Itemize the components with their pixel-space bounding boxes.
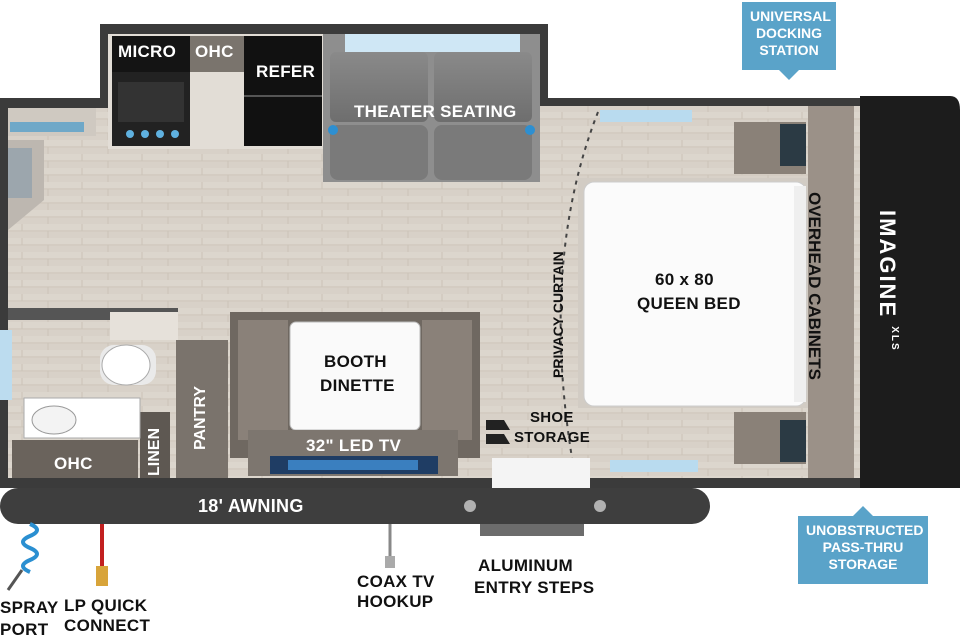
overhead-cabinets-label: OVERHEAD CABINETS bbox=[805, 192, 824, 380]
queen-bed-label-1: 60 x 80 bbox=[655, 270, 714, 289]
coax-label-2: HOOKUP bbox=[357, 592, 434, 611]
docking-line-2: DOCKING bbox=[755, 25, 823, 41]
privacy-curtain-label: PRIVACY CURTAIN bbox=[550, 251, 566, 378]
awning-label: 18' AWNING bbox=[198, 496, 304, 516]
led-tv-label: 32" LED TV bbox=[306, 436, 402, 455]
coax-label-1: COAX TV bbox=[357, 572, 435, 591]
brand-logo: IMAGINE XLS bbox=[874, 210, 900, 352]
spray-port-label-1: SPRAY bbox=[0, 598, 59, 617]
queen-bed-label-2: QUEEN BED bbox=[637, 294, 741, 313]
booth-dinette-label-2: DINETTE bbox=[320, 376, 395, 395]
overhead-cabinets-strip bbox=[808, 106, 854, 478]
brand-suffix: XLS bbox=[889, 326, 900, 352]
docking-line-1: UNIVERSAL bbox=[750, 8, 831, 24]
shoe-icon bbox=[486, 420, 510, 444]
shoe-storage-label-1: SHOE bbox=[530, 409, 574, 426]
passthru-line-3: STORAGE bbox=[828, 556, 898, 572]
docking-line-3: STATION bbox=[759, 42, 819, 58]
entry-steps-label-1: ALUMINUM bbox=[478, 556, 573, 575]
linen-label: LINEN bbox=[146, 428, 163, 476]
refer-label: REFER bbox=[256, 62, 316, 81]
entry-door-opening bbox=[492, 458, 590, 488]
brand-name: IMAGINE bbox=[875, 210, 900, 319]
theater-seating-label: THEATER SEATING bbox=[354, 102, 517, 121]
pantry-cabinet bbox=[176, 340, 228, 478]
passthru-line-1: UNOBSTRUCTED bbox=[806, 522, 924, 538]
passthru-line-2: PASS-THRU bbox=[822, 539, 904, 555]
front-cap bbox=[860, 96, 960, 488]
ohc-bottom-label: OHC bbox=[54, 454, 93, 473]
privacy-curtain-line bbox=[559, 111, 599, 459]
lp-quick-connect-label-2: CONNECT bbox=[64, 616, 151, 635]
pantry-label: PANTRY bbox=[192, 386, 209, 450]
booth-dinette-label-1: BOOTH bbox=[324, 352, 387, 371]
pass-thru-storage-callout: UNOBSTRUCTED PASS-THRU STORAGE bbox=[798, 506, 928, 584]
spray-port-label-2: PORT bbox=[0, 620, 49, 639]
shoe-storage-label-2: STORAGE bbox=[514, 429, 591, 446]
linen-cabinet bbox=[140, 412, 170, 478]
refrigerator bbox=[244, 36, 322, 146]
microwave bbox=[112, 36, 190, 72]
awning-bar bbox=[0, 488, 710, 524]
lp-quick-connect-label-1: LP QUICK bbox=[64, 596, 148, 615]
ohc-bottom-cabinet bbox=[12, 440, 138, 478]
spray-hose bbox=[21, 522, 39, 574]
ohc-top-label: OHC bbox=[195, 42, 234, 61]
micro-label: MICRO bbox=[118, 42, 177, 61]
toilet-bowl bbox=[101, 344, 151, 386]
ohc-top-cabinet bbox=[190, 36, 244, 72]
universal-docking-station-callout: UNIVERSAL DOCKING STATION bbox=[742, 2, 836, 80]
entry-steps-label-2: ENTRY STEPS bbox=[474, 578, 595, 597]
